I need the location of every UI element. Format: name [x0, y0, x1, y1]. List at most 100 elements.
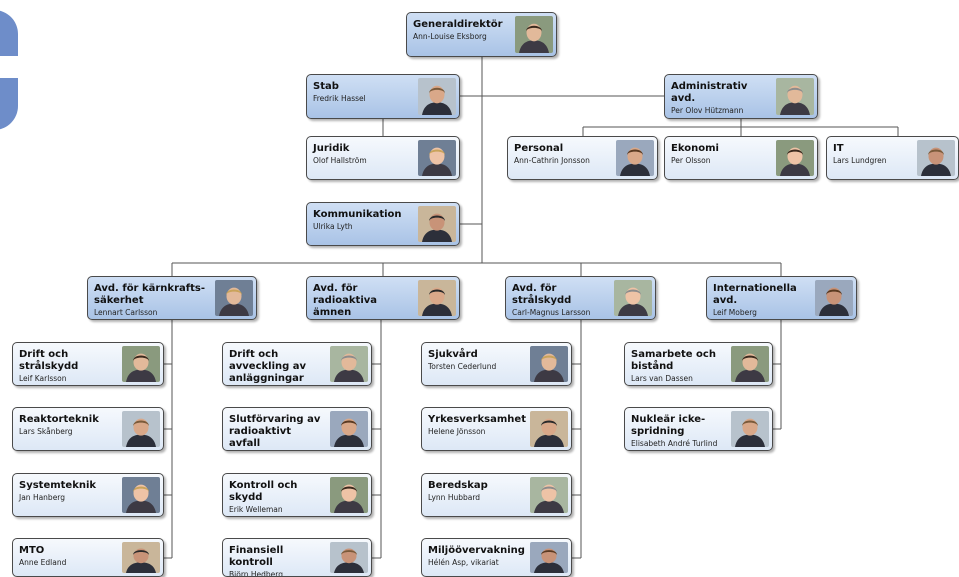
person-name: Olof Hallström: [313, 156, 367, 165]
role-title: Internationella avd.: [713, 283, 797, 306]
portrait-photo: [418, 140, 456, 176]
portrait-photo: [731, 411, 769, 447]
role-title: Slutförvaring av radioaktivt avfall: [229, 414, 321, 449]
role-title: Avd. för strålskydd: [512, 283, 572, 306]
person-name: Lars Skånberg: [19, 427, 73, 436]
role-title: Kommunikation: [313, 209, 402, 220]
person-name: Fredrik Hassel: [313, 94, 366, 103]
person-name: Lars van Dassen: [631, 374, 693, 383]
org-box-administrativ[interactable]: Administrativ avd. Per Olov Hützmann: [664, 74, 818, 119]
person-name: Anne Edland: [19, 558, 67, 567]
portrait-photo: [731, 346, 769, 382]
org-box-slutforvaring[interactable]: Slutförvaring av radioaktivt avfallJosef…: [222, 407, 372, 451]
portrait-photo: [330, 346, 368, 382]
org-box-text: Avd. för radioaktiva ämnenTaina Bäckströ…: [313, 283, 413, 319]
portrait-photo: [776, 78, 814, 115]
person-name: Lars Lundgren: [833, 156, 887, 165]
role-title: Avd. för radioaktiva ämnen: [313, 283, 378, 318]
role-title: Drift och avveckling av anläggningar: [229, 349, 307, 384]
org-box-text: Drift och avveckling av anläggningarJoha…: [229, 349, 325, 385]
role-title: Kontroll och skydd: [229, 480, 298, 503]
org-box-text: Internationella avd. Leif Moberg: [713, 283, 810, 318]
portrait-photo: [614, 280, 652, 316]
person-name: Erik Welleman: [229, 505, 283, 514]
role-title: Systemteknik: [19, 480, 97, 491]
role-title: Beredskap: [428, 480, 488, 491]
person-name: Per Olov Hützmann: [671, 106, 744, 115]
person-name: Jan Hanberg: [19, 493, 66, 502]
portrait-photo: [515, 16, 553, 53]
person-name: Helene Jönsson: [428, 427, 486, 436]
role-title: Generaldirektör: [413, 19, 503, 30]
portrait-photo: [330, 477, 368, 513]
portrait-photo: [418, 78, 456, 115]
person-name: Ann-Louise Eksborg: [413, 32, 487, 41]
org-box-avveckling[interactable]: Drift och avveckling av anläggningarJoha…: [222, 342, 372, 386]
portrait-photo: [122, 411, 160, 447]
role-title: Administrativ avd.: [671, 81, 748, 104]
role-title: Miljöövervakning: [428, 545, 525, 556]
role-title: Avd. för kärnkrafts-säkerhet: [94, 283, 205, 306]
role-title: Personal: [514, 143, 564, 154]
role-title: Reaktorteknik: [19, 414, 99, 425]
portrait-photo: [122, 346, 160, 382]
portrait-photo: [530, 542, 568, 573]
role-title: Nukleär icke-spridning: [631, 414, 706, 437]
person-name: Ann-Cathrin Jonsson: [514, 156, 590, 165]
role-title: Ekonomi: [671, 143, 719, 154]
role-title: IT: [833, 143, 844, 154]
org-box-radioaktiva[interactable]: Avd. för radioaktiva ämnenTaina Bäckströ…: [306, 276, 460, 320]
portrait-photo: [917, 140, 955, 176]
org-box-text: IT Lars Lundgren: [833, 143, 912, 166]
portrait-photo: [215, 280, 253, 316]
person-name: Leif Moberg: [713, 308, 757, 317]
person-name: Elisabeth André Turlind: [631, 439, 718, 448]
portrait-photo: [530, 346, 568, 382]
person-name: Lynn Hubbard: [428, 493, 481, 502]
org-box-internationella[interactable]: Internationella avd. Leif Moberg: [706, 276, 857, 320]
portrait-photo: [776, 140, 814, 176]
person-name: Per Olsson: [671, 156, 711, 165]
portrait-photo: [815, 280, 853, 316]
person-name: Lennart Carlsson: [94, 308, 158, 317]
org-box-it[interactable]: IT Lars Lundgren: [826, 136, 959, 180]
